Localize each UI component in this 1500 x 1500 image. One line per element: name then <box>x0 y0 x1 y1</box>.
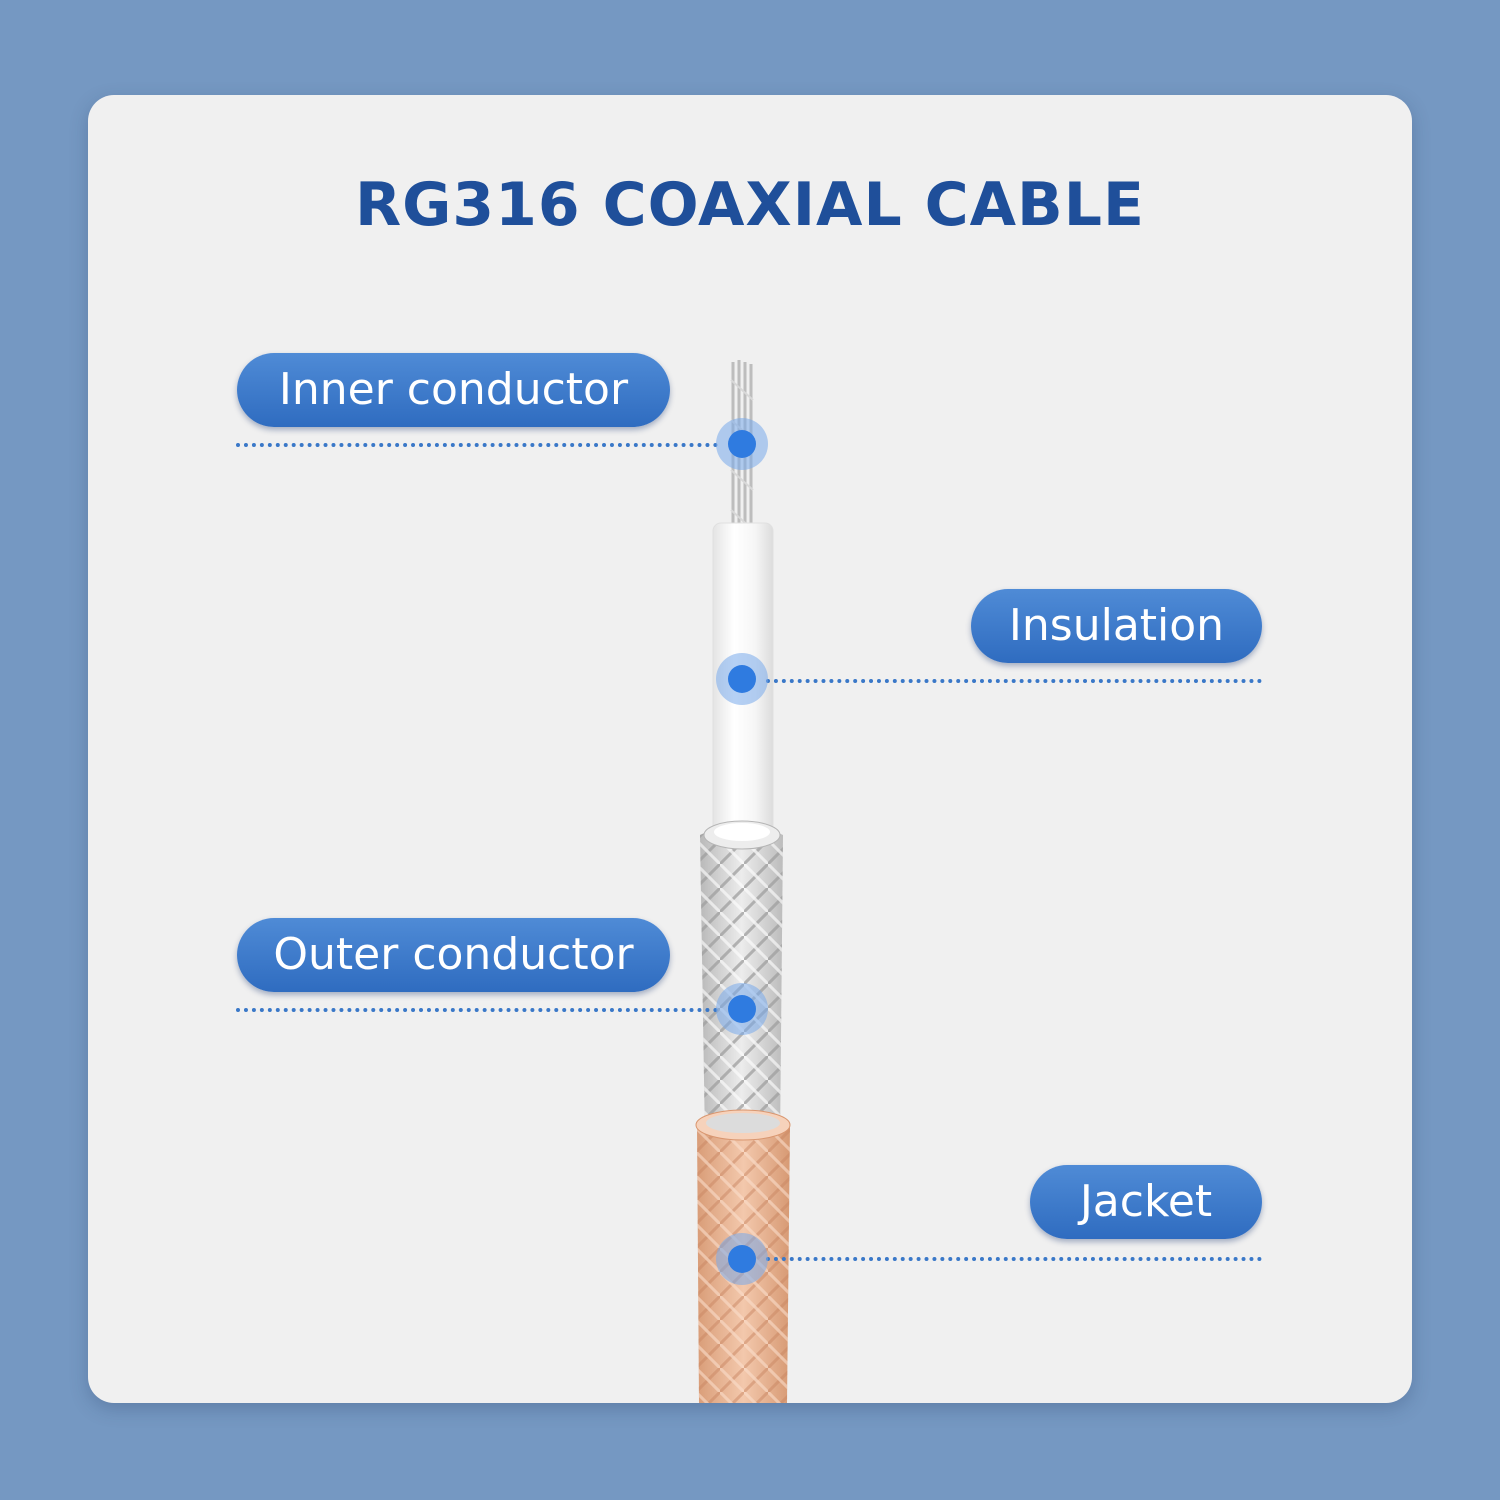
label-inner-conductor: Inner conductor <box>237 353 670 427</box>
leader-line-inner-conductor <box>236 443 718 447</box>
page-title: RG316 COAXIAL CABLE <box>354 170 1145 240</box>
leader-line-insulation <box>766 679 1262 683</box>
marker-insulation <box>716 653 768 705</box>
label-insulation: Insulation <box>971 589 1262 663</box>
label-outer-conductor: Outer conductor <box>237 918 670 992</box>
leader-line-outer-conductor <box>236 1008 718 1012</box>
label-jacket: Jacket <box>1030 1165 1262 1239</box>
outer-conductor-braid <box>700 820 783 1140</box>
marker-jacket <box>716 1233 768 1285</box>
marker-outer-conductor <box>716 983 768 1035</box>
marker-inner-conductor <box>716 418 768 470</box>
leader-line-jacket <box>766 1257 1262 1261</box>
